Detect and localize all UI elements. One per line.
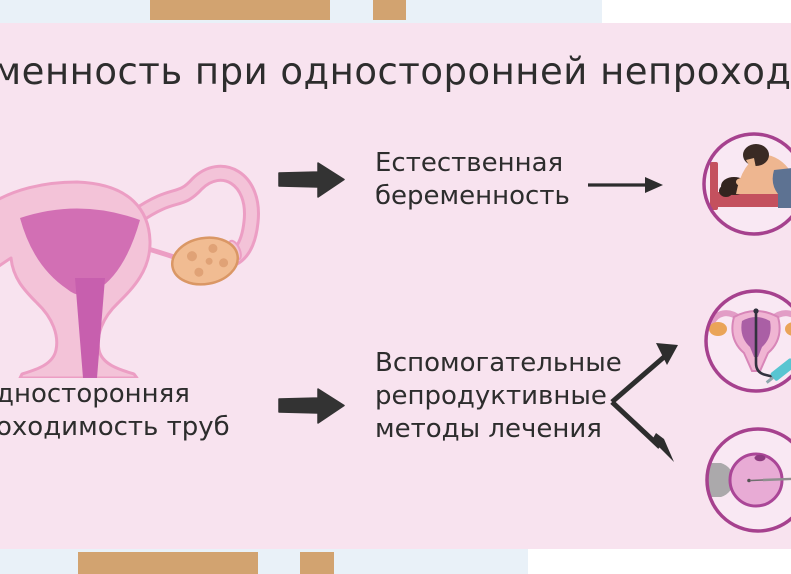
natural-pregnancy-line2: беременность [375, 181, 570, 211]
page-title: еменность при односторонней непроходимо [0, 50, 791, 93]
top-strip-white-segment [602, 0, 791, 23]
natural-pregnancy-label: Естественная беременность [375, 147, 570, 213]
bottom-decorative-strip [0, 549, 791, 574]
natural-pregnancy-line1: Естественная [375, 148, 564, 178]
art-methods-line3: методы лечения [375, 414, 602, 444]
iui-insemination-icon [704, 289, 791, 393]
bottom-strip-tan-bar-small [300, 552, 334, 574]
block-arrow-right-icon [278, 388, 345, 424]
source-label-line1: дносторонняя [0, 379, 190, 409]
block-arrow-right-icon [278, 162, 345, 198]
art-methods-line1: Вспомогательные [375, 348, 622, 378]
bottom-strip-white-segment [528, 549, 791, 574]
ivf-egg-injection-icon [705, 427, 791, 533]
art-methods-line2: репродуктивные [375, 381, 607, 411]
top-strip-tan-bar-small [373, 0, 406, 20]
uterus-one-tube-ovary-illustration [0, 164, 260, 378]
bottom-strip-tan-bar-large [78, 552, 258, 574]
thin-arrow-right-icon [588, 177, 663, 193]
art-methods-label: Вспомогательные репродуктивные методы ле… [375, 347, 622, 446]
diverging-arrows-icon [610, 343, 678, 462]
top-strip-tan-bar-large [150, 0, 330, 20]
source-label: дносторонняя оходимость труб [0, 378, 230, 444]
source-label-line2: оходимость труб [0, 412, 230, 442]
top-decorative-strip [0, 0, 791, 23]
couple-in-bed-icon [702, 132, 791, 236]
